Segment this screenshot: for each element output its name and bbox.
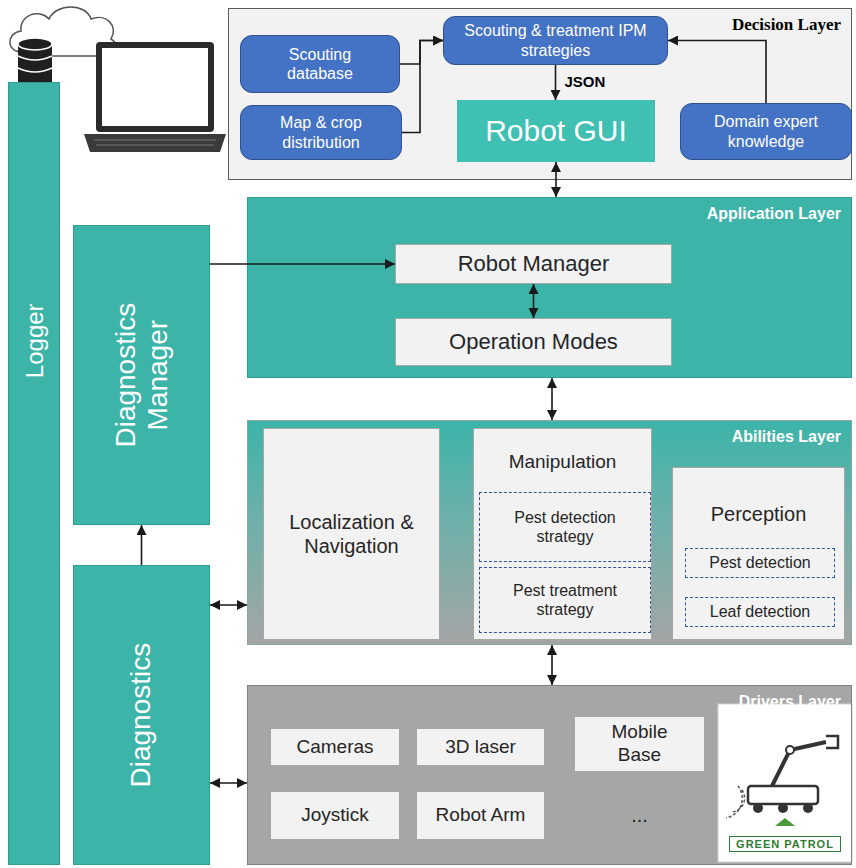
box-label: 3D laser — [441, 736, 520, 759]
driver-box: Mobile Base — [574, 716, 705, 772]
logger-bar: Logger — [8, 82, 60, 865]
connector-arrow — [551, 378, 553, 420]
edge-label: JSON — [563, 73, 608, 90]
box-label: Scouting database — [261, 45, 379, 83]
connector-arrow — [210, 604, 247, 606]
box-label: Pest treatment strategy — [486, 581, 644, 619]
box-title: Application Layer — [248, 198, 851, 223]
layer-panel: Abilities LayerLocalization & Navigation… — [247, 420, 852, 645]
connector-arrow — [402, 41, 443, 133]
connector-arrow — [551, 645, 553, 685]
strategy-box: Pest detection strategy — [479, 492, 651, 562]
logo-text: GREEN PATROL — [729, 836, 841, 852]
laptop-icon — [84, 42, 226, 152]
box-label: Robot Arm — [432, 804, 530, 827]
ellipsis-note: ... — [574, 791, 705, 840]
process-box: Operation Modes — [395, 318, 672, 366]
logo-text: GREEN PATROL — [724, 834, 846, 854]
box-label: Mobile Base — [596, 721, 684, 767]
module-box: Leaf detection — [685, 597, 835, 627]
box-title: Perception — [673, 468, 844, 526]
layer-panel: Application LayerRobot ManagerOperation … — [247, 197, 852, 378]
box-label: Operation Modes — [445, 329, 622, 355]
box-label: Joystick — [297, 804, 373, 827]
edge-label: JSON — [563, 73, 608, 90]
layer-panel: Decision LayerScouting databaseScouting … — [228, 8, 852, 180]
box-label: Scouting & treatment IPM strategies — [452, 21, 660, 59]
gui-box: Robot GUI — [457, 100, 655, 162]
module-box: Pest detection — [685, 548, 835, 578]
connector-arrow — [141, 525, 143, 565]
box-title: Manipulation — [474, 429, 651, 474]
connector-arrow — [210, 263, 395, 265]
connector-arrow — [400, 41, 443, 65]
driver-box: 3D laser — [416, 728, 545, 766]
connector-arrow — [555, 162, 557, 197]
connector-arrow — [210, 782, 247, 784]
data-box: Scouting database — [240, 35, 400, 93]
box-title: Abilities Layer — [248, 421, 851, 446]
connector-arrow — [555, 65, 557, 100]
strategy-box: Pest treatment strategy — [479, 567, 651, 633]
box-label: Robot GUI — [481, 113, 631, 149]
diagnostics-bar: Diagnostics — [73, 565, 210, 865]
driver-box: Cameras — [270, 728, 400, 766]
ability-box: Localization & Navigation — [263, 428, 440, 640]
connector-arrow — [668, 41, 766, 104]
drivers-ground — [247, 685, 852, 865]
box-label: Diagnostics — [125, 643, 157, 788]
database-icon — [18, 38, 52, 88]
diagnostics-manager-bar: Diagnostics Manager — [73, 225, 210, 525]
ability-box: ManipulationPest detection strategyPest … — [473, 428, 652, 640]
box-label: Localization & Navigation — [280, 510, 423, 558]
box-label: Domain expert knowledge — [687, 112, 845, 150]
box-label: Pest detection strategy — [486, 508, 644, 546]
ellipsis-note: ... — [631, 804, 648, 827]
box-label: Logger — [20, 303, 48, 378]
ability-box: PerceptionPest detectionLeaf detection — [672, 467, 845, 640]
box-label: Leaf detection — [706, 602, 815, 621]
strategy-box: Scouting & treatment IPM strategies — [443, 16, 668, 65]
logo-illustration — [718, 704, 852, 862]
driver-box: Robot Arm — [416, 791, 545, 840]
box-label: Robot Manager — [454, 251, 614, 277]
box-label: Diagnostics Manager — [109, 285, 173, 465]
data-box: Map & crop distribution — [240, 105, 402, 160]
box-label: Cameras — [292, 736, 377, 759]
connector-arrow — [533, 284, 535, 318]
driver-box: Joystick — [270, 791, 400, 840]
process-box: Robot Manager — [395, 244, 672, 284]
box-title: Drivers Layer — [248, 686, 851, 711]
box-label: Map & crop distribution — [247, 113, 395, 151]
box-label: Pest detection — [705, 553, 814, 572]
knowledge-box: Domain expert knowledge — [680, 103, 852, 160]
